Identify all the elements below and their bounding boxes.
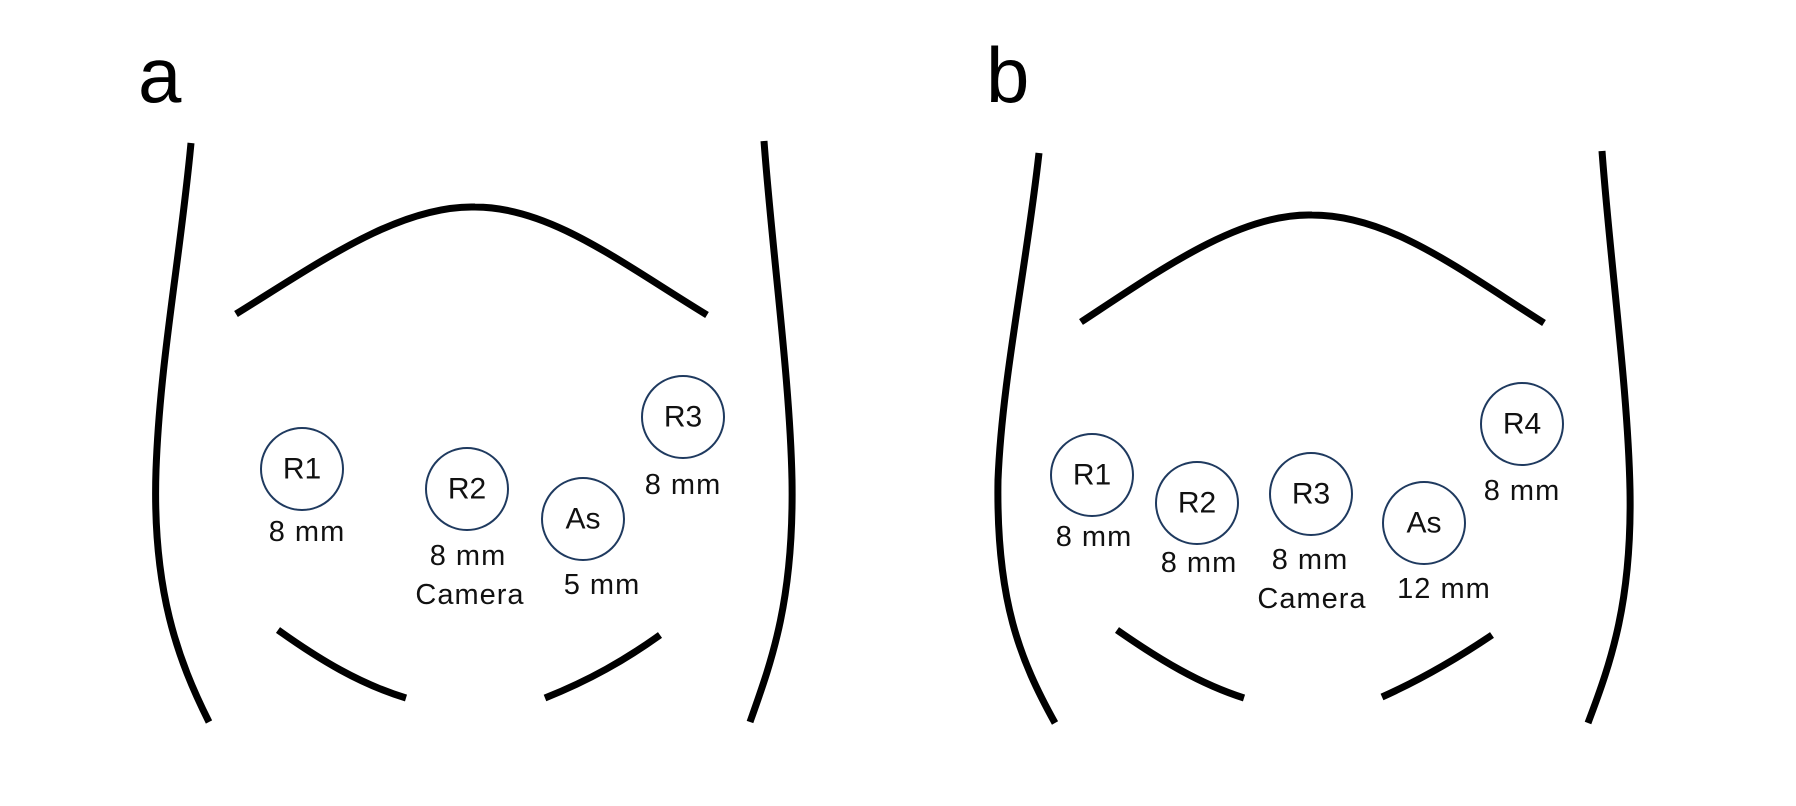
port-label: As [565,503,600,536]
panel-a-letter: a [138,31,182,119]
panel-b-right-inguinal-line [1380,632,1494,701]
port-size: 8 mm [1056,521,1133,553]
port-circle[interactable] [641,375,725,459]
port-label: R1 [283,453,321,486]
panel-b-costal-margin [1079,211,1546,326]
port-circle[interactable] [1050,433,1134,517]
port-b-r4[interactable]: R4 8 mm [1480,382,1564,507]
port-a-r2[interactable]: R2 8 mm Camera [415,447,524,611]
port-size: 8 mm [645,469,722,501]
panel-a-left-flank [152,142,213,724]
panel-a-right-inguinal-line [543,632,663,702]
port-size: 8 mm [1484,475,1561,507]
port-label: R2 [1178,487,1216,520]
port-circle[interactable] [1480,382,1564,466]
port-size: 8 mm [1161,547,1238,579]
panel-a-costal-margin [234,203,709,318]
panel-a-left-inguinal-line [275,627,408,702]
panel-a-right-flank [746,140,796,724]
panel-a: a R1 8 mm R2 8 mm Camera As 5 mm R3 8 mm [138,31,796,724]
panel-b-left-flank [994,152,1059,725]
port-size: 8 mm [269,516,346,548]
port-b-r3[interactable]: R3 8 mm Camera [1257,452,1366,615]
port-size: 12 mm [1397,573,1491,605]
port-label: R2 [448,473,486,506]
port-role: Camera [415,579,524,611]
panel-b-left-inguinal-line [1114,627,1246,702]
panel-b: b R1 8 mm R2 8 mm R3 8 mm Camera As 12 m… [986,31,1634,725]
port-circle[interactable] [425,447,509,531]
port-circle[interactable] [541,477,625,561]
port-size: 5 mm [564,569,641,601]
port-size: 8 mm [430,540,507,572]
port-b-as[interactable]: As 12 mm [1382,481,1491,605]
port-size: 8 mm [1272,544,1349,576]
port-a-as[interactable]: As 5 mm [541,477,641,601]
panel-b-letter: b [986,31,1029,119]
port-a-r3[interactable]: R3 8 mm [641,375,725,501]
port-role: Camera [1257,583,1366,615]
panel-b-right-flank [1584,150,1634,725]
port-a-r1[interactable]: R1 8 mm [260,427,346,548]
port-circle[interactable] [1155,461,1239,545]
port-circle[interactable] [1269,452,1353,536]
port-b-r2[interactable]: R2 8 mm [1155,461,1239,579]
port-circle[interactable] [260,427,344,511]
port-label: R3 [1292,478,1330,511]
port-label: R1 [1073,459,1111,492]
port-label: As [1406,507,1441,540]
port-label: R4 [1503,408,1541,441]
port-circle[interactable] [1382,481,1466,565]
port-label: R3 [664,401,702,434]
port-b-r1[interactable]: R1 8 mm [1050,433,1134,553]
